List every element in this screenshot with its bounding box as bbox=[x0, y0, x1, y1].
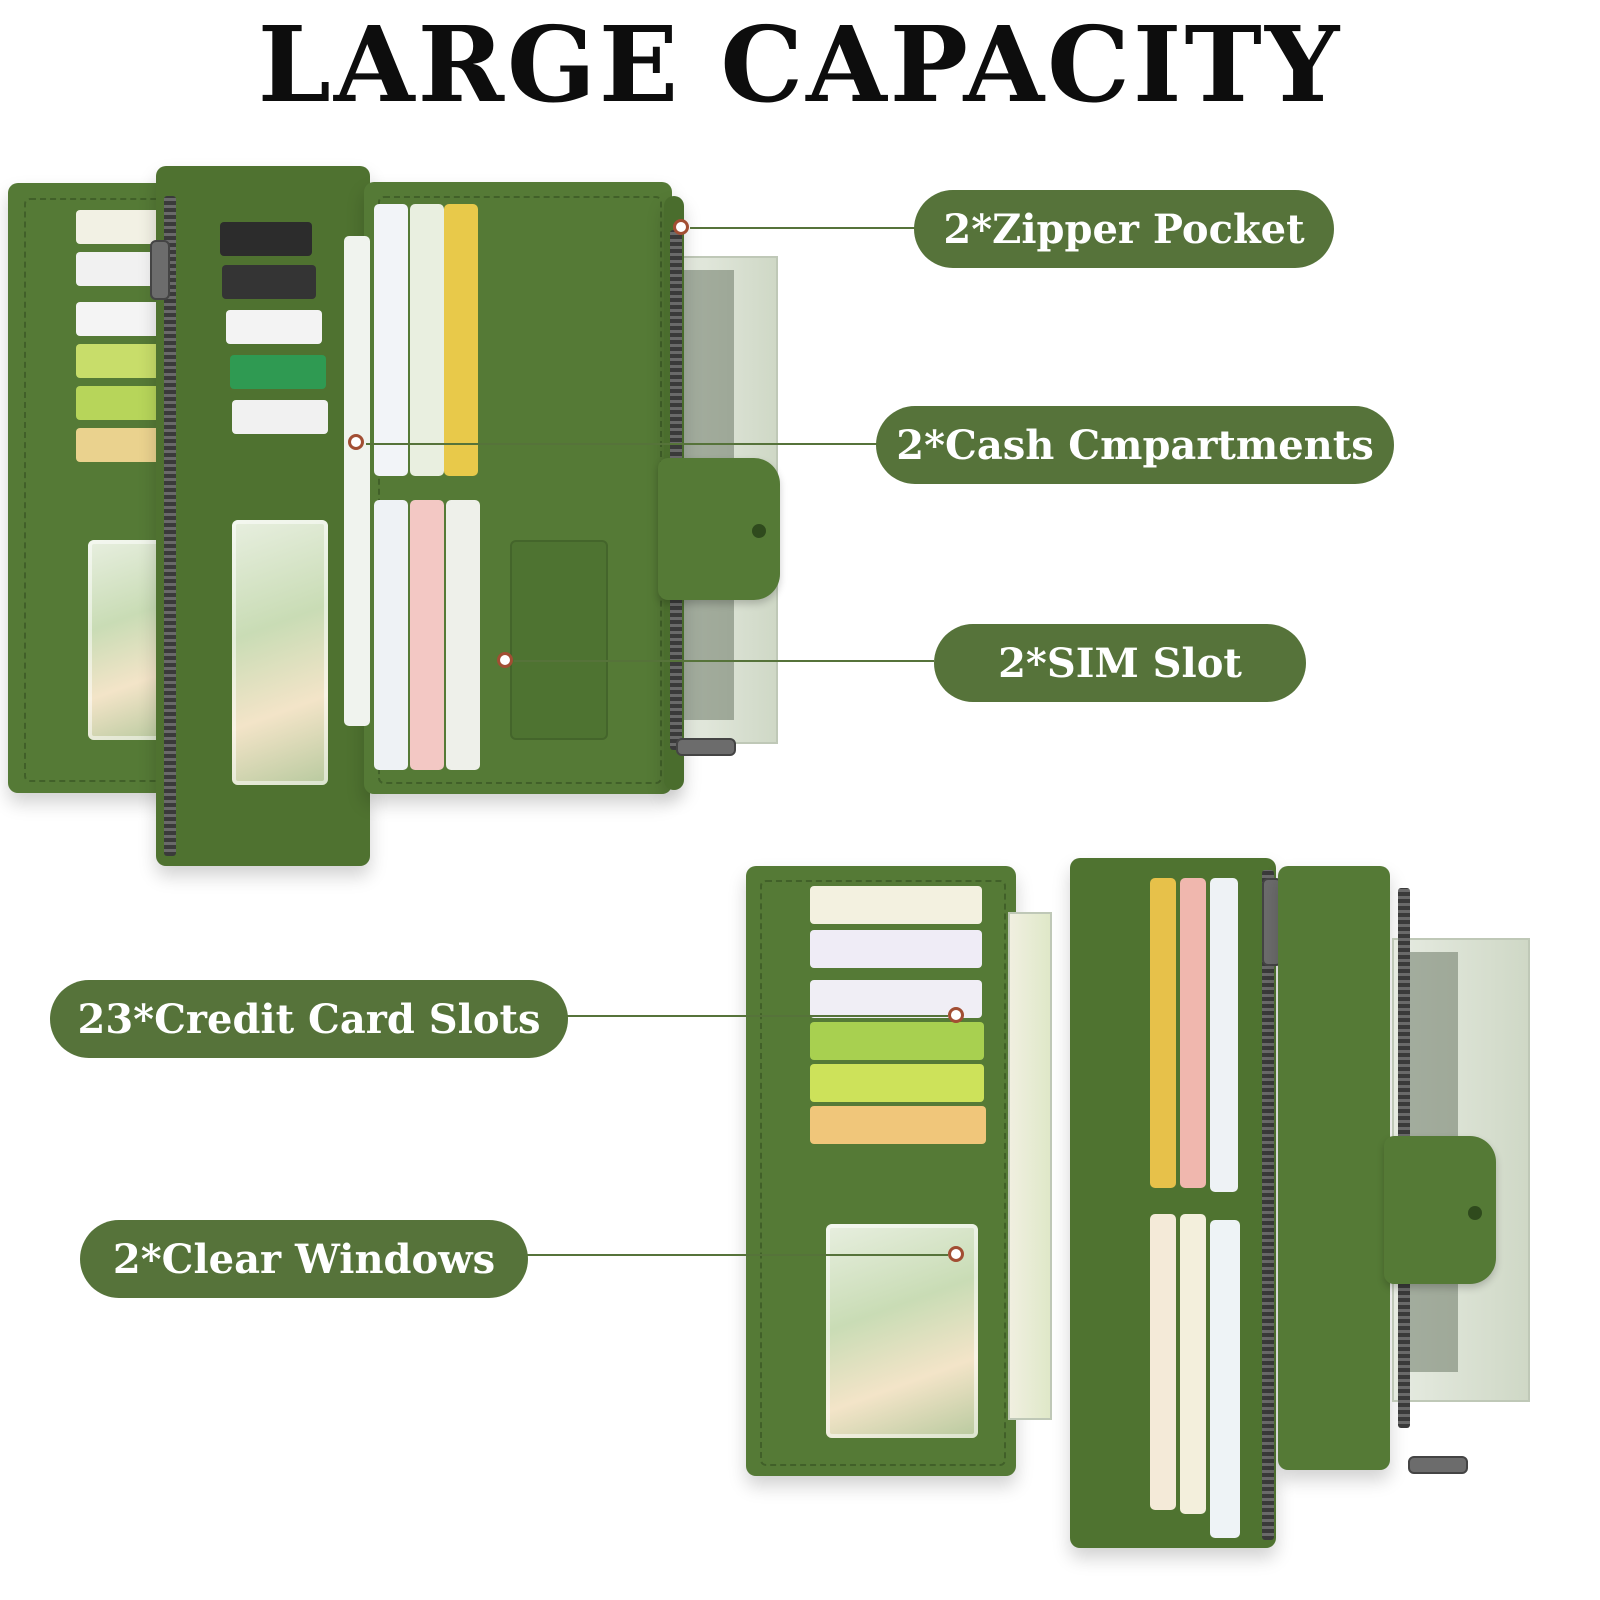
callout-dot-zipper-pocket bbox=[673, 219, 689, 235]
leader-clear-windows bbox=[526, 1254, 948, 1256]
leader-zipper-pocket bbox=[690, 227, 918, 229]
label-cash-compartments: 2*Cash Cmpartments bbox=[876, 406, 1394, 484]
label-credit-card-slots: 23*Credit Card Slots bbox=[50, 980, 568, 1058]
label-sim-slot: 2*SIM Slot bbox=[934, 624, 1306, 702]
callout-dot-sim-slot bbox=[497, 652, 513, 668]
page-title: LARGE CAPACITY bbox=[257, 3, 1343, 126]
label-clear-windows: 2*Clear Windows bbox=[80, 1220, 528, 1298]
leader-sim-slot bbox=[514, 660, 934, 662]
label-zipper-pocket: 2*Zipper Pocket bbox=[914, 190, 1334, 268]
leader-cash-compartments bbox=[366, 443, 878, 445]
callout-dot-credit-card-slots bbox=[948, 1007, 964, 1023]
callout-dot-cash-compartments bbox=[348, 434, 364, 450]
leader-credit-card-slots bbox=[566, 1015, 948, 1017]
callout-dot-clear-windows bbox=[948, 1246, 964, 1262]
